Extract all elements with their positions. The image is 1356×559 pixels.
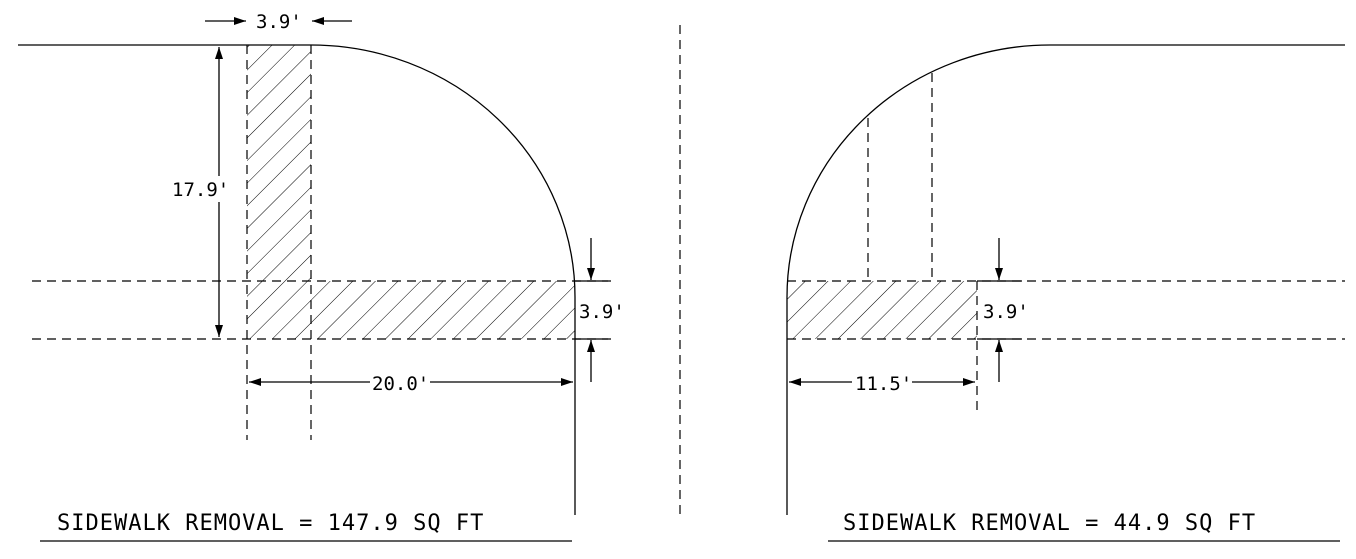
left-caption: SIDEWALK REMOVAL = 147.9 SQ FT bbox=[57, 511, 484, 536]
right-detail: 3.9' 11.5' SIDEWALK REMOVAL = 44.9 SQ FT bbox=[786, 44, 1345, 542]
right-hatch-horizontal bbox=[787, 281, 977, 339]
left-hatch-vertical bbox=[247, 45, 311, 281]
right-caption: SIDEWALK REMOVAL = 44.9 SQ FT bbox=[843, 511, 1256, 536]
left-detail: 3.9' 17.9' 3.9' 20.0' SIDEWALK REMOVAL =… bbox=[18, 11, 625, 542]
left-dim-bottom-label: 20.0' bbox=[372, 373, 429, 395]
left-curb-line bbox=[18, 44, 576, 515]
right-dim-bottom-gap bbox=[852, 370, 912, 394]
left-dim-bottom-gap bbox=[370, 370, 430, 394]
right-curb-line bbox=[786, 44, 1345, 515]
left-dim-vertical-label: 17.9' bbox=[172, 179, 229, 201]
left-dim-top-label: 3.9' bbox=[256, 11, 302, 33]
left-dim-right-label: 3.9' bbox=[579, 301, 625, 323]
left-dim-vertical-gap bbox=[170, 176, 235, 202]
left-hatch-horizontal bbox=[247, 281, 575, 339]
right-dim-right-label: 3.9' bbox=[983, 301, 1029, 323]
right-dim-bottom-label: 11.5' bbox=[855, 373, 912, 395]
